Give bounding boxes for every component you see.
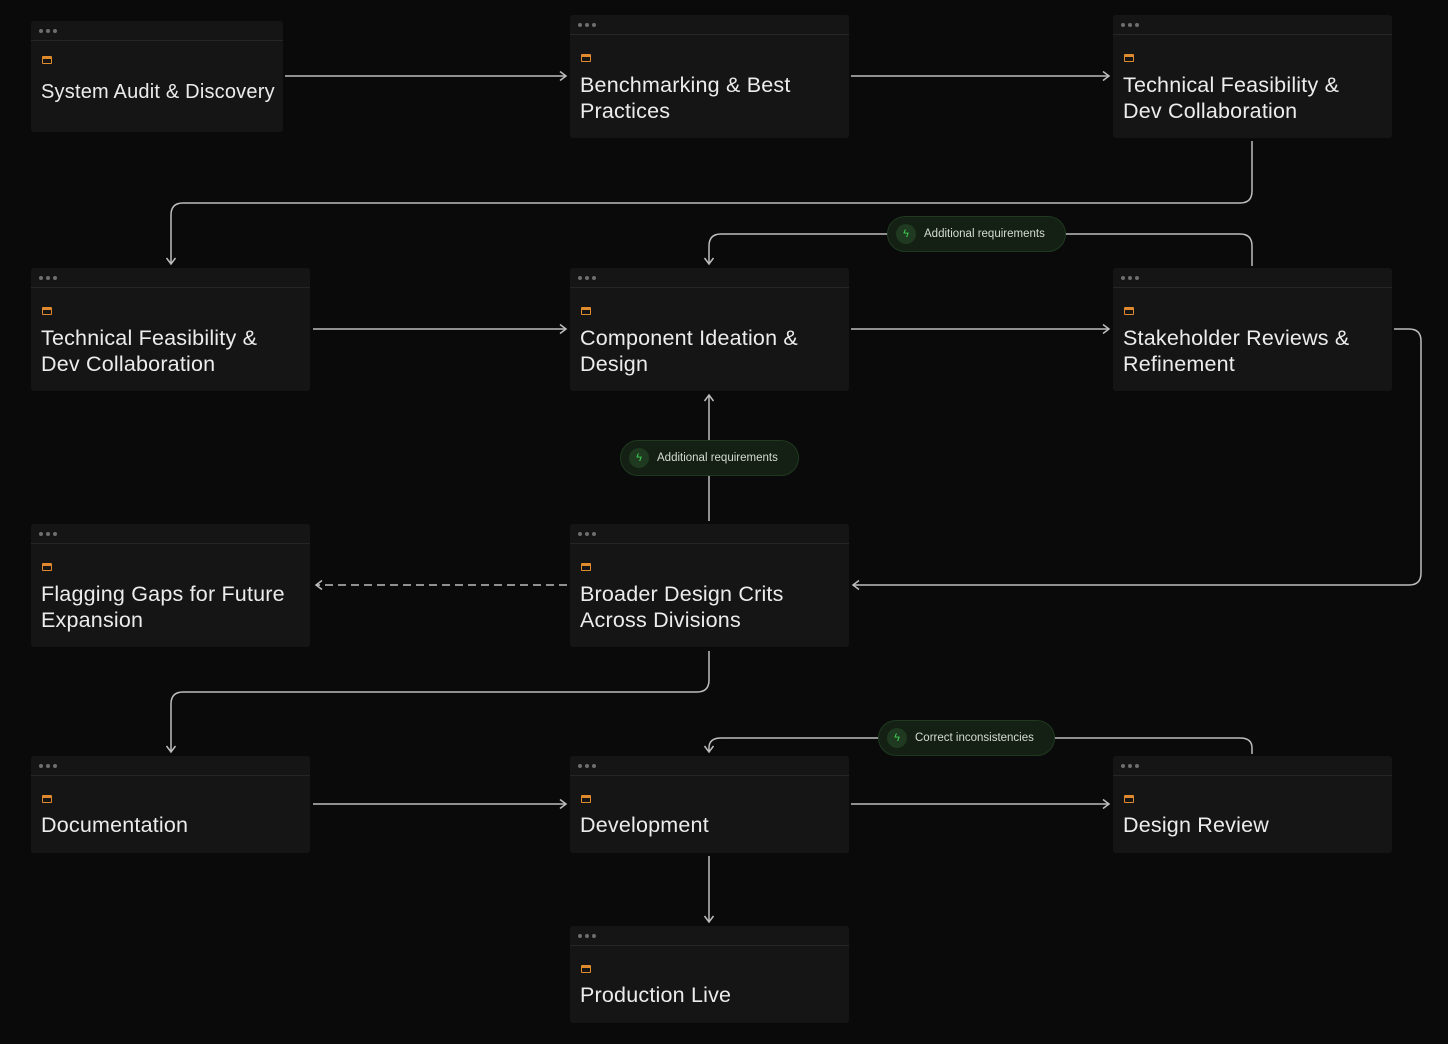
edge-stakeholder-to-crits: [851, 328, 1422, 591]
window-dots: [1113, 15, 1392, 35]
browser-window-icon: [42, 56, 52, 64]
node-title: System Audit & Discovery: [41, 81, 275, 103]
window-dots: [570, 926, 849, 946]
node-title: Design Review: [1123, 813, 1269, 837]
lightning-bolt-icon: ϟ: [896, 224, 916, 244]
node-system-audit[interactable]: System Audit & Discovery: [31, 21, 283, 132]
window-dots: [31, 268, 310, 288]
window-dots: [570, 268, 849, 288]
node-benchmarking[interactable]: Benchmarking & Best Practices: [570, 15, 849, 138]
window-dots: [31, 21, 283, 41]
browser-window-icon: [581, 307, 591, 315]
node-design-review[interactable]: Design Review: [1113, 756, 1392, 853]
window-dots: [1113, 268, 1392, 288]
edge-label-text: Additional requirements: [657, 452, 778, 464]
node-flagging-gaps[interactable]: Flagging Gaps for Future Expansion: [31, 524, 310, 647]
browser-window-icon: [581, 54, 591, 62]
window-dots: [31, 756, 310, 776]
browser-window-icon: [581, 795, 591, 803]
node-title: Component Ideation & Design: [580, 326, 798, 376]
node-title: Technical Feasibility & Dev Collaboratio…: [1123, 73, 1340, 123]
window-dots: [570, 15, 849, 35]
browser-window-icon: [42, 307, 52, 315]
node-title: Documentation: [41, 813, 189, 837]
edge-label-additional-requirements-top[interactable]: ϟ Additional requirements: [887, 216, 1066, 252]
browser-window-icon: [42, 563, 52, 571]
node-title: Flagging Gaps for Future Expansion: [41, 582, 285, 632]
browser-window-icon: [42, 795, 52, 803]
node-broader-design-crits[interactable]: Broader Design Crits Across Divisions: [570, 524, 849, 647]
edge-label-text: Correct inconsistencies: [915, 732, 1034, 744]
edge-feasibility-to-feasibility-dev: [165, 141, 1253, 266]
edge-label-additional-requirements-middle[interactable]: ϟ Additional requirements: [620, 440, 799, 476]
edge-label-correct-inconsistencies[interactable]: ϟ Correct inconsistencies: [878, 720, 1055, 756]
browser-window-icon: [1124, 54, 1134, 62]
node-documentation[interactable]: Documentation: [31, 756, 310, 853]
window-dots: [31, 524, 310, 544]
node-production-live[interactable]: Production Live: [570, 926, 849, 1023]
lightning-bolt-icon: ϟ: [629, 448, 649, 468]
browser-window-icon: [1124, 795, 1134, 803]
node-title: Broader Design Crits Across Divisions: [580, 582, 784, 632]
node-component-ideation[interactable]: Component Ideation & Design: [570, 268, 849, 391]
node-technical-feasibility[interactable]: Technical Feasibility & Dev Collaboratio…: [1113, 15, 1392, 138]
node-stakeholder-reviews[interactable]: Stakeholder Reviews & Refinement: [1113, 268, 1392, 391]
node-title: Production Live: [580, 983, 732, 1007]
window-dots: [570, 756, 849, 776]
node-title: Stakeholder Reviews & Refinement: [1123, 326, 1350, 376]
edge-label-text: Additional requirements: [924, 228, 1045, 240]
browser-window-icon: [581, 965, 591, 973]
window-dots: [570, 524, 849, 544]
window-dots: [1113, 756, 1392, 776]
node-development[interactable]: Development: [570, 756, 849, 853]
browser-window-icon: [1124, 307, 1134, 315]
node-technical-feasibility-dev[interactable]: Technical Feasibility & Dev Collaboratio…: [31, 268, 310, 391]
edge-crits-to-documentation: [165, 651, 710, 754]
node-title: Technical Feasibility & Dev Collaboratio…: [41, 326, 258, 376]
browser-window-icon: [581, 563, 591, 571]
node-title: Benchmarking & Best Practices: [580, 73, 791, 123]
node-title: Development: [580, 813, 709, 837]
lightning-bolt-icon: ϟ: [887, 728, 907, 748]
